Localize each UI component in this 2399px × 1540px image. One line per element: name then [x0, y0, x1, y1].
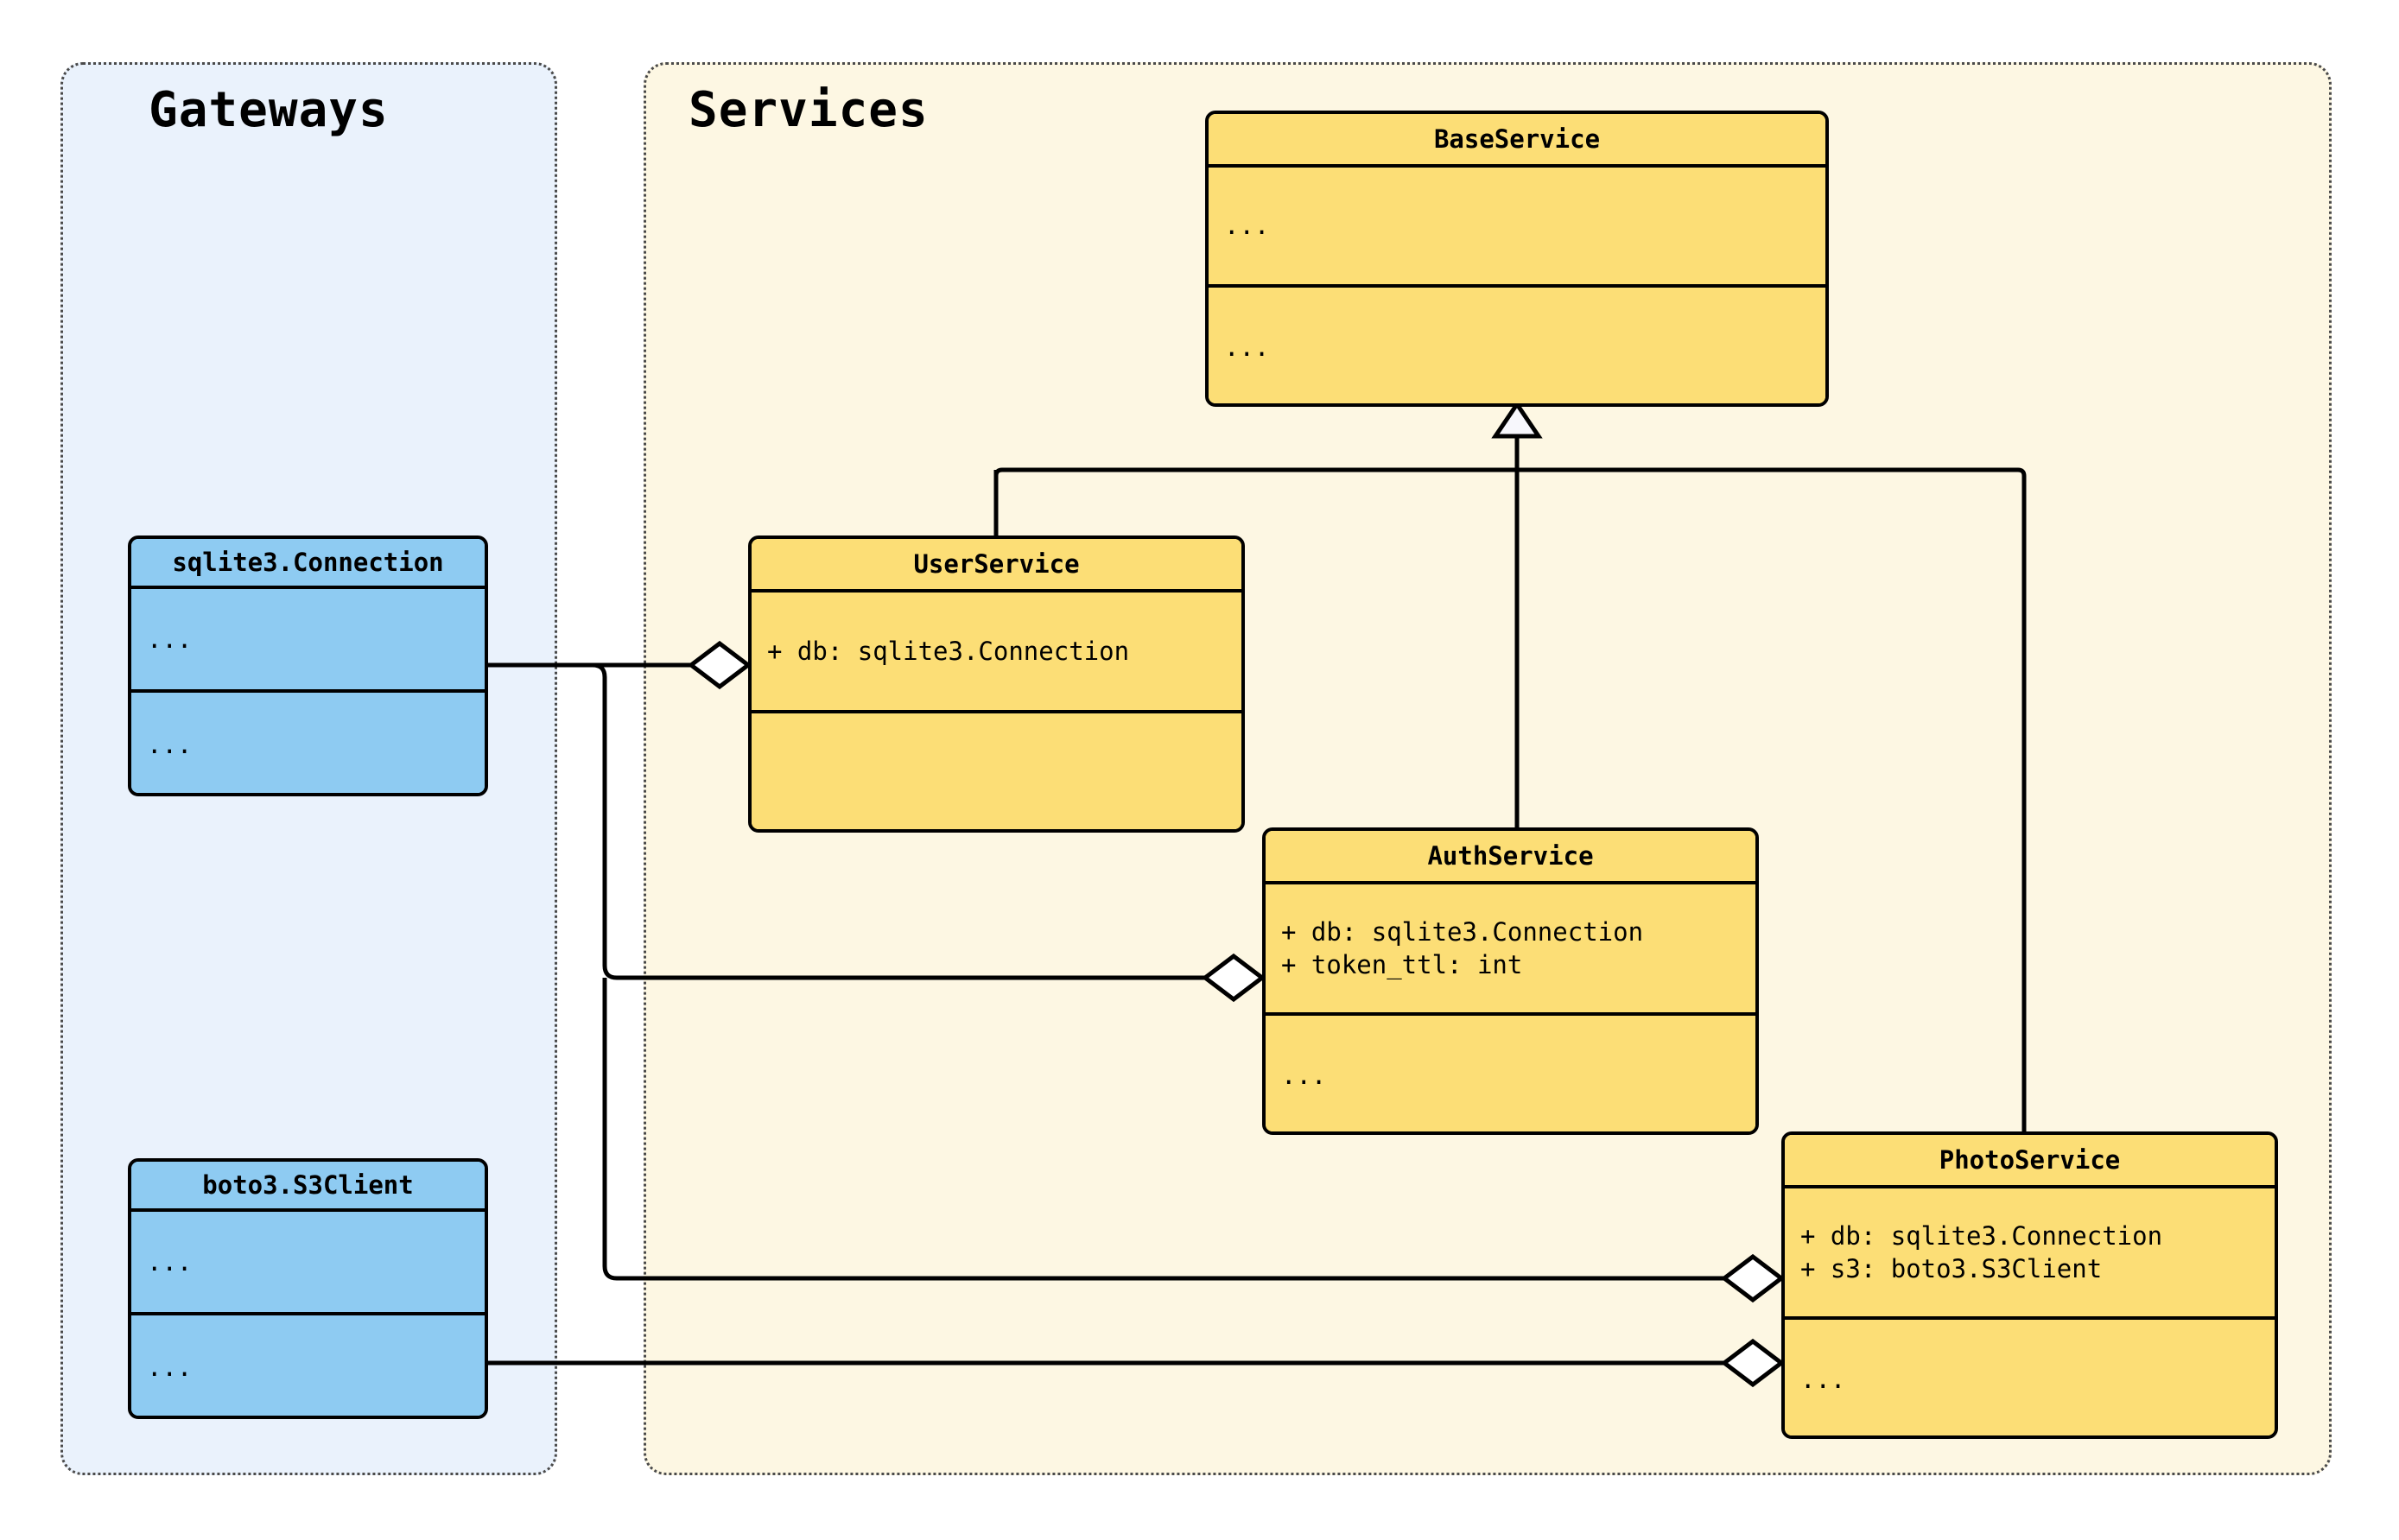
class-name-user-service: UserService: [752, 539, 1241, 593]
class-methods-boto3-s3client: ...: [131, 1315, 485, 1416]
class-attributes-auth-service: + db: sqlite3.Connection + token_ttl: in…: [1266, 884, 1755, 1016]
class-box-base-service[interactable]: BaseService ... ...: [1205, 111, 1829, 407]
class-attribute-row: + token_ttl: int: [1281, 950, 1523, 979]
class-attributes-sqlite3-connection: ...: [131, 589, 485, 693]
class-attributes-photo-service: + db: sqlite3.Connection + s3: boto3.S3C…: [1785, 1188, 2275, 1320]
class-attributes-user-service: + db: sqlite3.Connection: [752, 593, 1241, 713]
class-attribute-row: + db: sqlite3.Connection: [1281, 916, 1644, 947]
class-name-photo-service: PhotoService: [1785, 1135, 2275, 1188]
class-box-user-service[interactable]: UserService + db: sqlite3.Connection: [748, 536, 1245, 833]
class-methods-auth-service: ...: [1266, 1016, 1755, 1131]
class-attributes-boto3-s3client: ...: [131, 1212, 485, 1315]
class-name-auth-service: AuthService: [1266, 831, 1755, 884]
class-methods-user-service: [752, 713, 1241, 829]
class-name-boto3-s3client: boto3.S3Client: [131, 1162, 485, 1212]
class-attributes-base-service: ...: [1209, 168, 1825, 288]
class-methods-photo-service: ...: [1785, 1320, 2275, 1435]
package-gateways-title: Gateways: [149, 82, 389, 138]
class-box-auth-service[interactable]: AuthService + db: sqlite3.Connection + t…: [1262, 827, 1759, 1135]
class-box-photo-service[interactable]: PhotoService + db: sqlite3.Connection + …: [1781, 1131, 2278, 1439]
class-methods-sqlite3-connection: ...: [131, 693, 485, 793]
class-methods-base-service: ...: [1209, 288, 1825, 403]
class-attribute-row: + db: sqlite3.Connection: [1800, 1220, 2163, 1251]
class-name-sqlite3-connection: sqlite3.Connection: [131, 539, 485, 589]
class-box-boto3-s3client[interactable]: boto3.S3Client ... ...: [128, 1158, 488, 1419]
class-box-sqlite3-connection[interactable]: sqlite3.Connection ... ...: [128, 536, 488, 796]
package-services-title: Services: [689, 82, 929, 138]
class-attribute-row: + s3: boto3.S3Client: [1800, 1254, 2103, 1283]
class-name-base-service: BaseService: [1209, 114, 1825, 168]
